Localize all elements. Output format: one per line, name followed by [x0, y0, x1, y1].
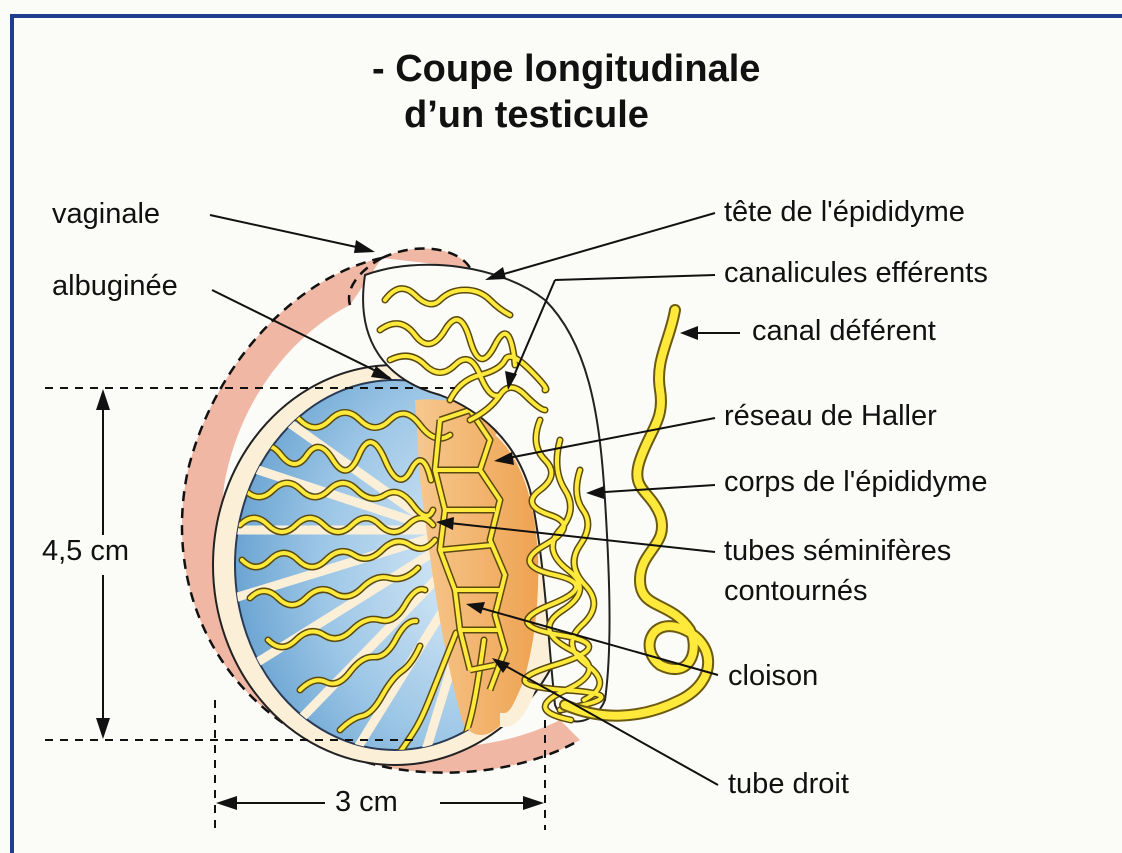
label-canal-deferent: canal déférent: [752, 315, 936, 347]
dimension-width-label: 3 cm: [335, 786, 398, 818]
label-canalicules-efferents: canalicules efférents: [724, 257, 988, 289]
label-tubes-seminiferes-line1: tubes séminifères: [724, 535, 951, 567]
dimension-height-label: 4,5 cm: [42, 535, 129, 567]
label-tube-droit: tube droit: [728, 768, 849, 800]
label-corps-epididyme: corps de l'épididyme: [724, 466, 987, 498]
label-tete-epididyme: tête de l'épididyme: [724, 196, 965, 228]
label-reseau-haller: réseau de Haller: [724, 400, 937, 432]
label-vaginale: vaginale: [52, 198, 160, 230]
label-albuginee: albuginée: [52, 270, 178, 302]
label-tubes-seminiferes-line2: contournés: [724, 575, 868, 607]
label-cloison: cloison: [728, 660, 818, 692]
